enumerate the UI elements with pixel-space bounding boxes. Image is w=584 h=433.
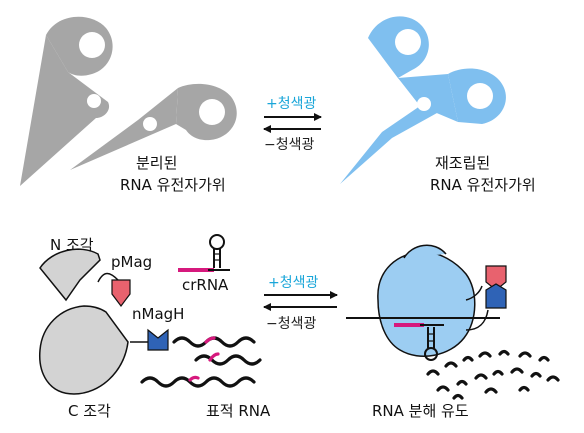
target-rna-label: 표적 RNA (206, 402, 271, 420)
degraded-rna-fragments (426, 349, 560, 400)
assembled-cas-complex (346, 244, 507, 361)
bottom-reverse-label: −청색광 (266, 316, 317, 332)
top-equilibrium-arrows (263, 113, 322, 133)
pmag-linker (97, 272, 119, 283)
crrna-shape (178, 234, 230, 272)
bottom-equilibrium-arrows (263, 291, 338, 311)
pmag-shape (111, 279, 131, 307)
crrna-label: crRNA (182, 276, 229, 294)
bottom-forward-label: +청색광 (268, 275, 319, 291)
c-fragment-shape (39, 305, 129, 395)
assembled-scissors (340, 16, 506, 184)
pmag-label: pMag (111, 253, 153, 271)
nmagh-shape (147, 328, 169, 351)
target-rna-strands (140, 336, 262, 388)
top-reverse-label: −청색광 (264, 137, 315, 153)
n-fragment-label: N 조각 (50, 236, 94, 254)
nmagh-label: nMagH (132, 305, 185, 323)
left-caption-line1: 분리된 (136, 154, 178, 172)
rna-degradation-label: RNA 분해 유도 (372, 402, 469, 420)
c-fragment-label: C 조각 (68, 402, 111, 420)
right-caption-line2: RNA 유전자가위 (430, 176, 536, 194)
right-caption-line1: 재조립된 (435, 154, 491, 172)
split-scissors-left-blade (20, 16, 113, 186)
split-scissors-right-blade (70, 83, 237, 170)
top-forward-label: +청색광 (266, 96, 317, 112)
left-caption-line2: RNA 유전자가위 (120, 176, 226, 194)
n-fragment-shape (39, 248, 101, 302)
